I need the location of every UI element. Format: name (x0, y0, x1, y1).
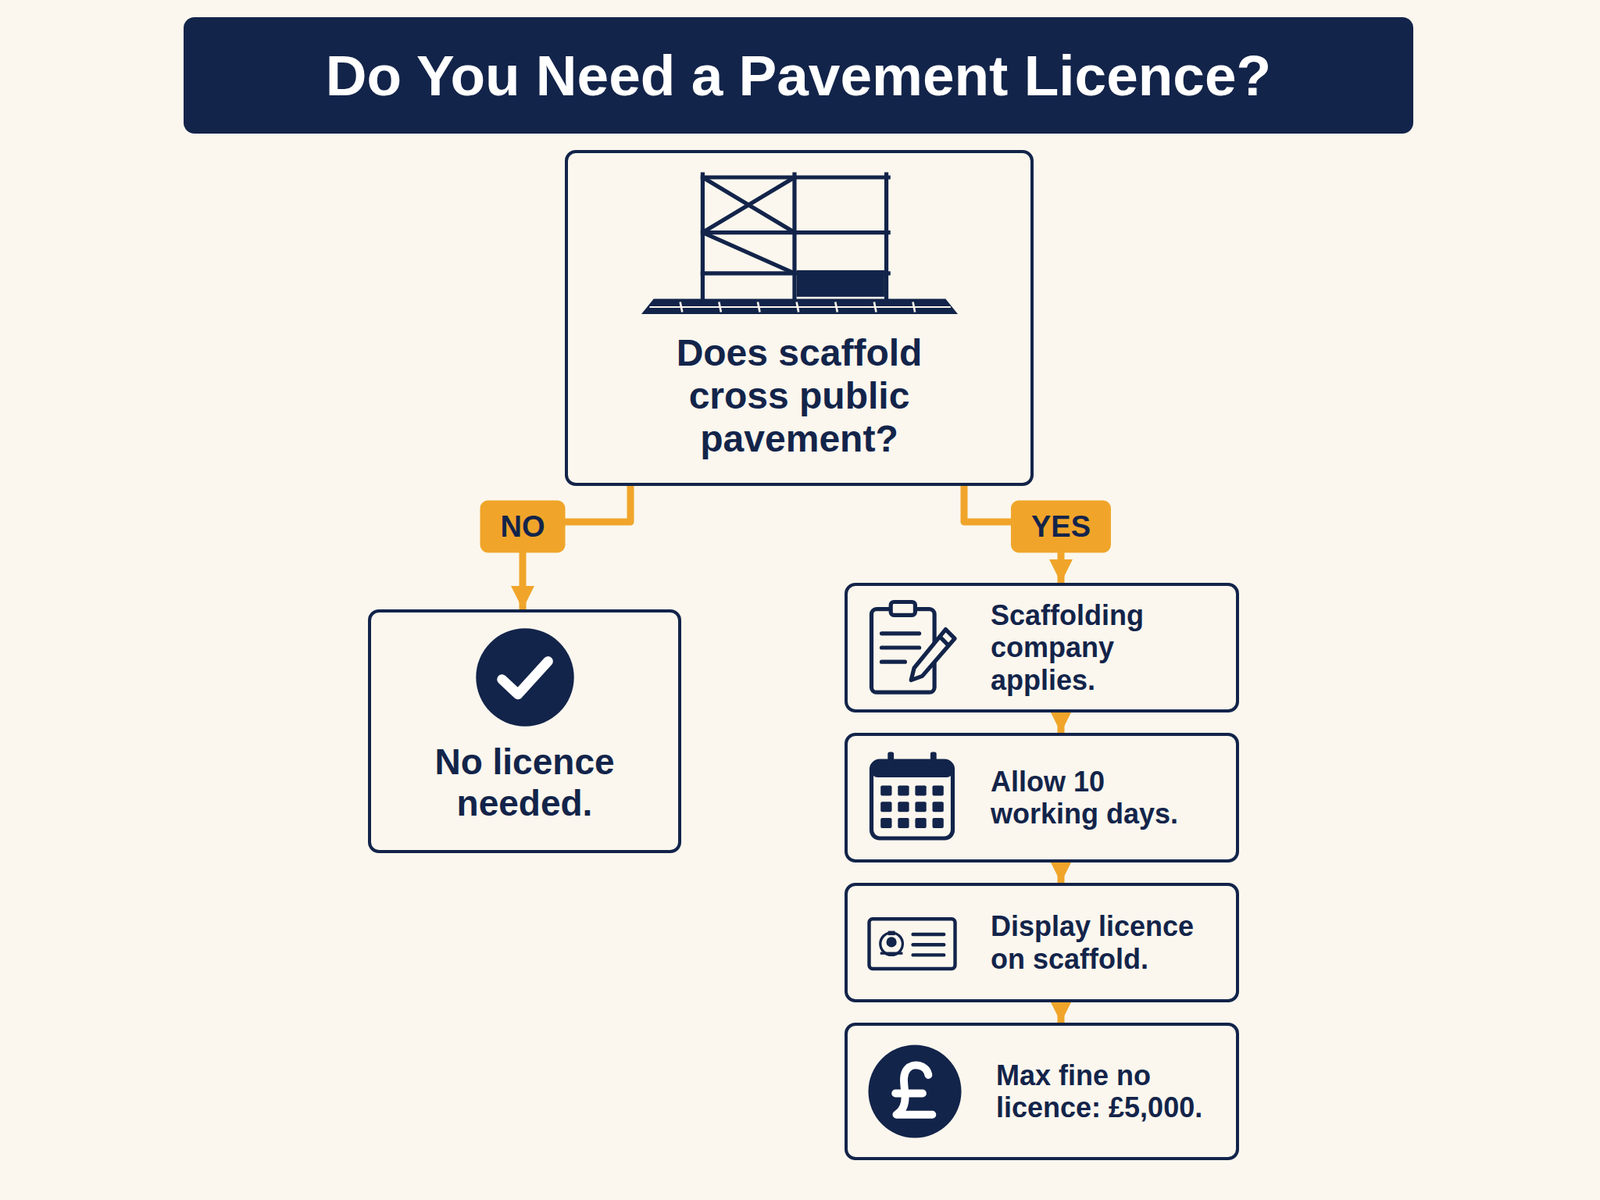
clipboard-icon (866, 596, 958, 699)
pound-icon (866, 1042, 964, 1140)
step-box: Scaffolding company applies. (844, 582, 1240, 713)
node-text: Allow 10 working days. (990, 765, 1214, 831)
flow-arrow (1057, 862, 1065, 883)
step-box: Max fine no licence: £5,000. (844, 1022, 1240, 1161)
scaffold-icon (641, 164, 958, 318)
branch-label: NO (480, 500, 566, 554)
node-text: Scaffolding company applies. (990, 599, 1214, 697)
branch-label: YES (1010, 500, 1111, 554)
node-text: Display licence on scaffold. (990, 910, 1214, 975)
step-box: Allow 10 working days. (844, 732, 1240, 863)
flow-arrow (1057, 1002, 1065, 1023)
node-text: Max fine no licence: £5,000. (996, 1059, 1219, 1125)
node-text: Does scaffold cross public pavement? (646, 331, 952, 461)
result-box: No licence needed. (367, 609, 682, 854)
flow-arrow (1057, 712, 1065, 733)
node-text: No licence needed. (400, 741, 650, 825)
check-icon (475, 627, 575, 728)
card-icon (866, 900, 958, 986)
step-box: Display licence on scaffold. (844, 882, 1240, 1003)
decision-box: Does scaffold cross public pavement? (564, 150, 1034, 486)
calendar-icon (866, 746, 958, 849)
title-bar: Do You Need a Pavement Licence? (183, 17, 1414, 134)
